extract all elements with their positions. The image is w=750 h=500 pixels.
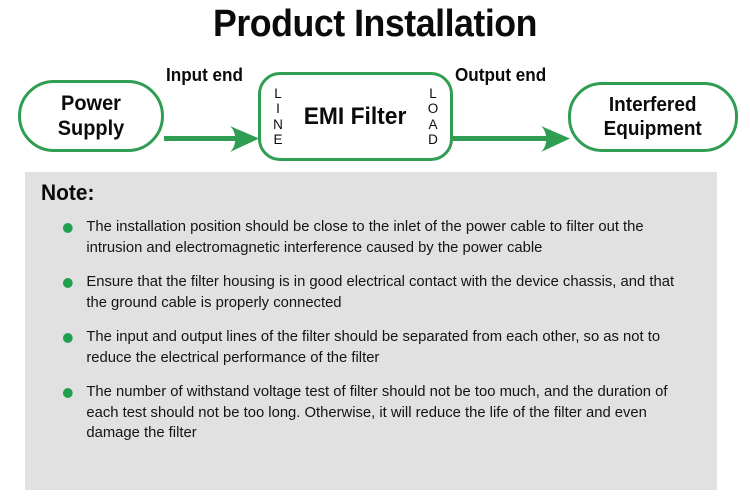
arrow-input-end [164,125,260,158]
line-letter-2: I [276,101,280,116]
emi-filter-line-port: L I N E [271,86,285,148]
node-emi-filter: L I N E EMI Filter L O A D [258,72,453,161]
node-interfered-equipment-label-line2: Equipment [603,118,703,140]
bullet-dot-icon [62,223,73,233]
emi-filter-load-port: L O A D [426,86,440,148]
note-list: The installation position should be clos… [61,217,699,444]
line-letter-3: N [273,116,283,132]
note-list-item: The installation position should be clos… [61,217,683,258]
arrow-output-end [453,125,571,158]
edge-label-input-end: Input end [166,65,243,85]
node-interfered-equipment-label-line1: Interfered [609,94,697,116]
note-item-text: The number of withstand voltage test of … [86,383,668,441]
note-panel: Note: The installation position should b… [25,172,717,490]
load-letter-3: A [428,116,438,132]
note-list-item: The input and output lines of the filter… [61,327,683,368]
flow-diagram: Power Supply Input end L I N E EMI Filte… [0,55,750,170]
note-list-item: Ensure that the filter housing is in goo… [61,272,683,313]
bullet-dot-icon [62,388,73,398]
load-letter-2: O [427,101,439,116]
note-item-text: Ensure that the filter housing is in goo… [86,273,675,311]
load-letter-4: D [428,132,438,147]
bullet-dot-icon [62,278,73,288]
node-interfered-equipment: Interfered Equipment [568,82,738,152]
note-heading: Note: [41,180,95,205]
node-power-supply-label-line2: Supply [57,117,125,140]
bullet-dot-icon [62,333,73,343]
page-title: Product Installation [212,3,538,45]
node-power-supply: Power Supply [18,80,164,152]
load-letter-1: L [429,85,437,101]
line-letter-1: L [274,85,282,101]
note-list-item: The number of withstand voltage test of … [61,382,683,444]
node-emi-filter-label: EMI Filter [304,102,407,130]
edge-label-output-end: Output end [455,65,547,85]
note-item-text: The input and output lines of the filter… [86,328,661,366]
node-power-supply-label-line1: Power [61,92,121,115]
note-item-text: The installation position should be clos… [86,218,644,256]
line-letter-4: E [273,132,283,147]
